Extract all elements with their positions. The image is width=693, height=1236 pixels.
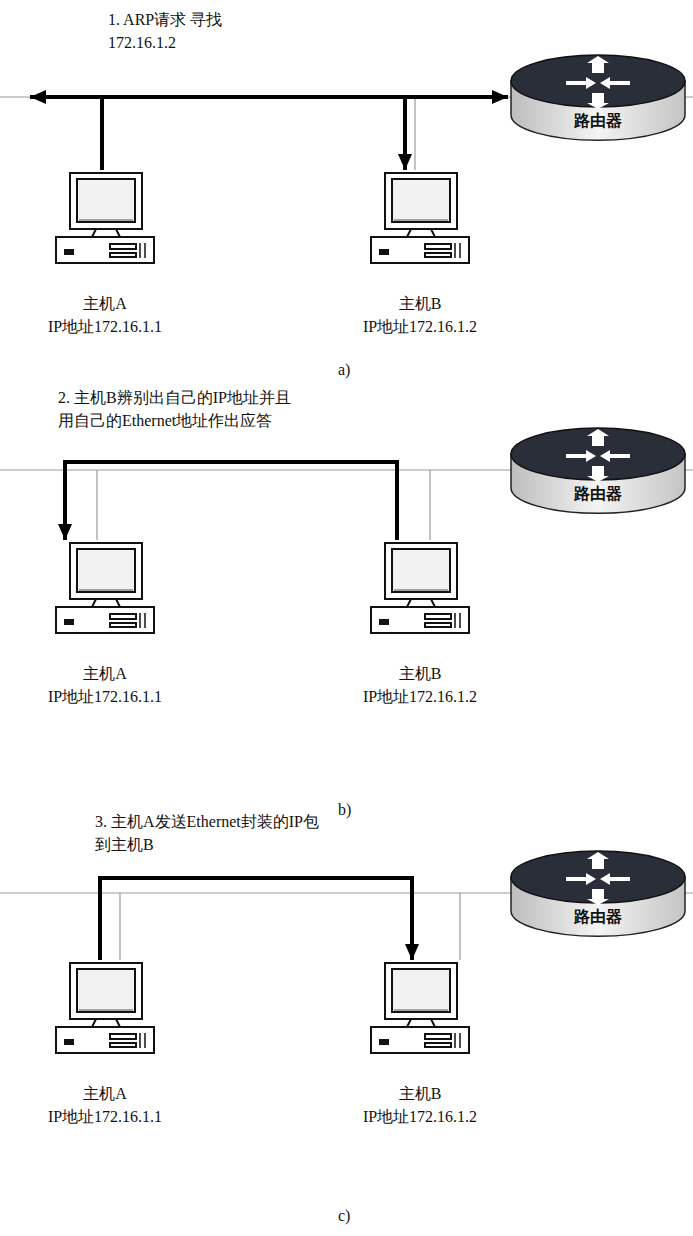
- computer-icon: [50, 170, 160, 270]
- drop-line: [429, 470, 430, 540]
- host-name: 主机B: [335, 292, 505, 315]
- host-name: 主机A: [20, 1082, 190, 1105]
- packet-path: [102, 97, 405, 170]
- step-note: 1. ARP请求 寻找172.16.1.2: [108, 8, 233, 54]
- packet-path: [100, 878, 412, 960]
- computer-icon: [365, 960, 475, 1060]
- router-label: 路由器: [508, 484, 688, 504]
- ip-address: IP地址172.16.1.1: [20, 685, 190, 708]
- panel-label: a): [338, 360, 350, 380]
- host-node: 主机AIP地址172.16.1.1: [20, 960, 190, 1128]
- host-node: 主机BIP地址172.16.1.2: [335, 540, 505, 708]
- ip-address: IP地址172.16.1.1: [20, 315, 190, 338]
- packet-path: [102, 97, 508, 170]
- router-node: 路由器: [508, 51, 688, 143]
- host-node: 主机AIP地址172.16.1.1: [20, 540, 190, 708]
- step-note: 2. 主机B辨别出自己的IP地址并且 用自己的Ethernet地址作出应答: [58, 386, 310, 432]
- computer-icon: [50, 540, 160, 640]
- host-node: 主机AIP地址172.16.1.1: [20, 170, 190, 338]
- router-icon: [508, 847, 688, 939]
- router-node: 路由器: [508, 424, 688, 516]
- ip-address: IP地址172.16.1.2: [335, 685, 505, 708]
- drop-line: [96, 470, 97, 540]
- host-name: 主机B: [335, 1082, 505, 1105]
- router-label: 路由器: [508, 907, 688, 927]
- ip-address: IP地址172.16.1.2: [335, 315, 505, 338]
- router-icon: [508, 424, 688, 516]
- router-icon: [508, 51, 688, 143]
- broadcast-arrow: [30, 95, 102, 99]
- packet-path: [65, 462, 397, 540]
- computer-icon: [365, 540, 475, 640]
- router-node: 路由器: [508, 847, 688, 939]
- router-label: 路由器: [508, 111, 688, 131]
- ip-address: IP地址172.16.1.1: [20, 1105, 190, 1128]
- computer-icon: [365, 170, 475, 270]
- host-name: 主机A: [20, 292, 190, 315]
- panel-label: b): [338, 800, 351, 820]
- ip-address: IP地址172.16.1.2: [335, 1105, 505, 1128]
- host-node: 主机BIP地址172.16.1.2: [335, 960, 505, 1128]
- drop-line: [459, 893, 460, 960]
- drop-line: [119, 893, 120, 960]
- panel-label: c): [338, 1206, 350, 1226]
- computer-icon: [50, 960, 160, 1060]
- host-name: 主机B: [335, 662, 505, 685]
- host-name: 主机A: [20, 662, 190, 685]
- step-note: 3. 主机A发送Ethernet封装的IP包 到主机B: [95, 810, 335, 856]
- drop-line: [414, 97, 415, 170]
- host-node: 主机BIP地址172.16.1.2: [335, 170, 505, 338]
